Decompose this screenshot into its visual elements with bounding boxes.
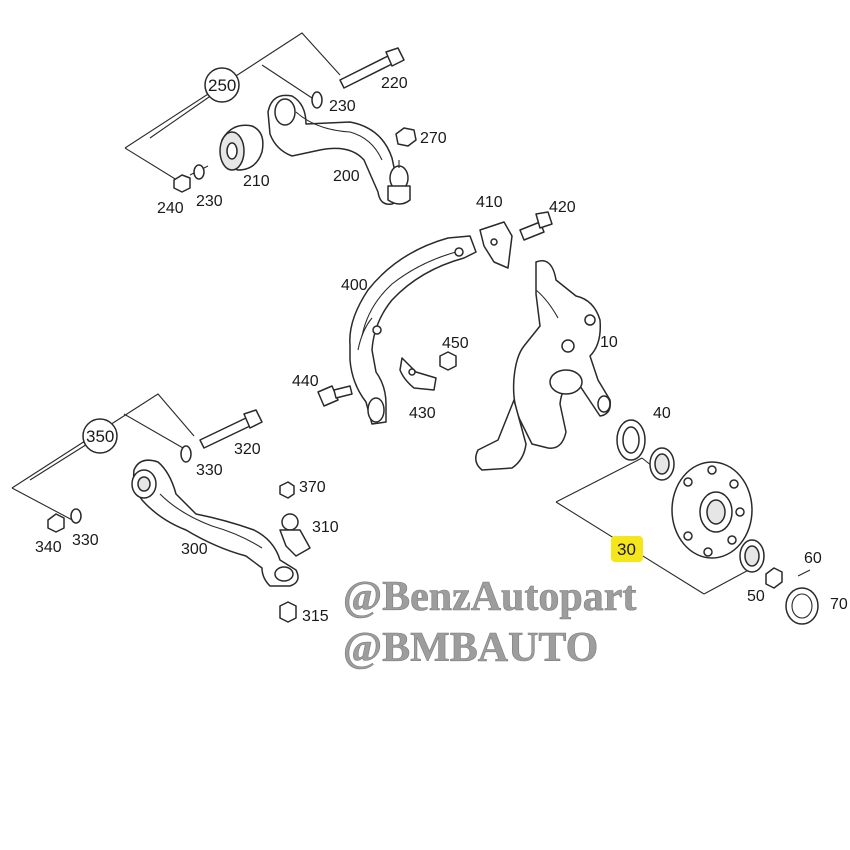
callout-70: 70 <box>830 596 848 613</box>
nut-340 <box>47 513 65 533</box>
bolt-320 <box>199 409 263 449</box>
callout-450: 450 <box>442 335 469 352</box>
callout-10: 10 <box>600 334 618 351</box>
callout-400: 400 <box>341 277 368 294</box>
hub-group <box>555 419 819 625</box>
callout-270: 270 <box>420 130 447 147</box>
callout-240: 240 <box>157 200 184 217</box>
callout-230-lower: 230 <box>196 193 223 210</box>
callout-circle-250 <box>204 67 240 103</box>
cotter-pin-60 <box>797 569 811 577</box>
steering-knuckle-10 <box>475 260 612 471</box>
watermark-line-2: @BMBAUTO <box>343 625 598 671</box>
washer-330-top <box>180 445 192 463</box>
bolt-420 <box>519 211 553 241</box>
washer-230-top <box>311 91 323 109</box>
callout-315: 315 <box>302 608 329 625</box>
lower-arm-group <box>11 393 311 623</box>
callout-440: 440 <box>292 373 319 390</box>
callout-300: 300 <box>181 541 208 558</box>
callout-350: 350 <box>86 427 114 446</box>
bearing-50 <box>739 539 765 573</box>
callout-50: 50 <box>747 588 765 605</box>
callout-330-top: 330 <box>196 462 223 479</box>
callout-200: 200 <box>333 168 360 185</box>
callout-circle-350 <box>82 418 118 454</box>
nut-315 <box>279 601 297 623</box>
bolt-220 <box>339 47 405 89</box>
callout-320: 320 <box>234 441 261 458</box>
callout-30: 30 <box>617 540 636 559</box>
nut-270 <box>395 127 417 147</box>
wheel-hub <box>671 461 753 559</box>
nut-450 <box>439 351 457 371</box>
upper-arm-group <box>124 32 417 205</box>
bolt-440 <box>317 385 353 407</box>
washer-330-lower <box>70 508 82 524</box>
nut-240 <box>173 174 191 193</box>
nut-370 <box>279 481 295 499</box>
bushing-210 <box>219 124 264 171</box>
bracket-410 <box>479 221 513 269</box>
callout-410: 410 <box>476 194 503 211</box>
callout-420: 420 <box>549 199 576 216</box>
callout-340: 340 <box>35 539 62 556</box>
washer-230-lower <box>193 164 205 180</box>
callout-210: 210 <box>243 173 270 190</box>
control-arm-200 <box>267 94 411 205</box>
callout-430: 430 <box>409 405 436 422</box>
strut-bracket-400 <box>349 235 477 425</box>
watermark-line-1: @BenzAutopart <box>343 574 636 620</box>
grease-cap-70 <box>785 587 819 625</box>
control-arm-300 <box>131 459 299 587</box>
callout-310: 310 <box>312 519 339 536</box>
callout-60: 60 <box>804 550 822 567</box>
callout-30-highlight <box>611 536 643 562</box>
callout-370: 370 <box>299 479 326 496</box>
callout-40: 40 <box>653 405 671 422</box>
bracket-430 <box>399 357 437 391</box>
ball-joint-310 <box>279 513 311 557</box>
hub-nut <box>765 567 783 589</box>
callout-330-lower: 330 <box>72 532 99 549</box>
wheel-bearing <box>649 447 675 481</box>
seal-40 <box>616 419 646 461</box>
callout-230-top: 230 <box>329 98 356 115</box>
callout-250: 250 <box>208 76 236 95</box>
callout-220: 220 <box>381 75 408 92</box>
